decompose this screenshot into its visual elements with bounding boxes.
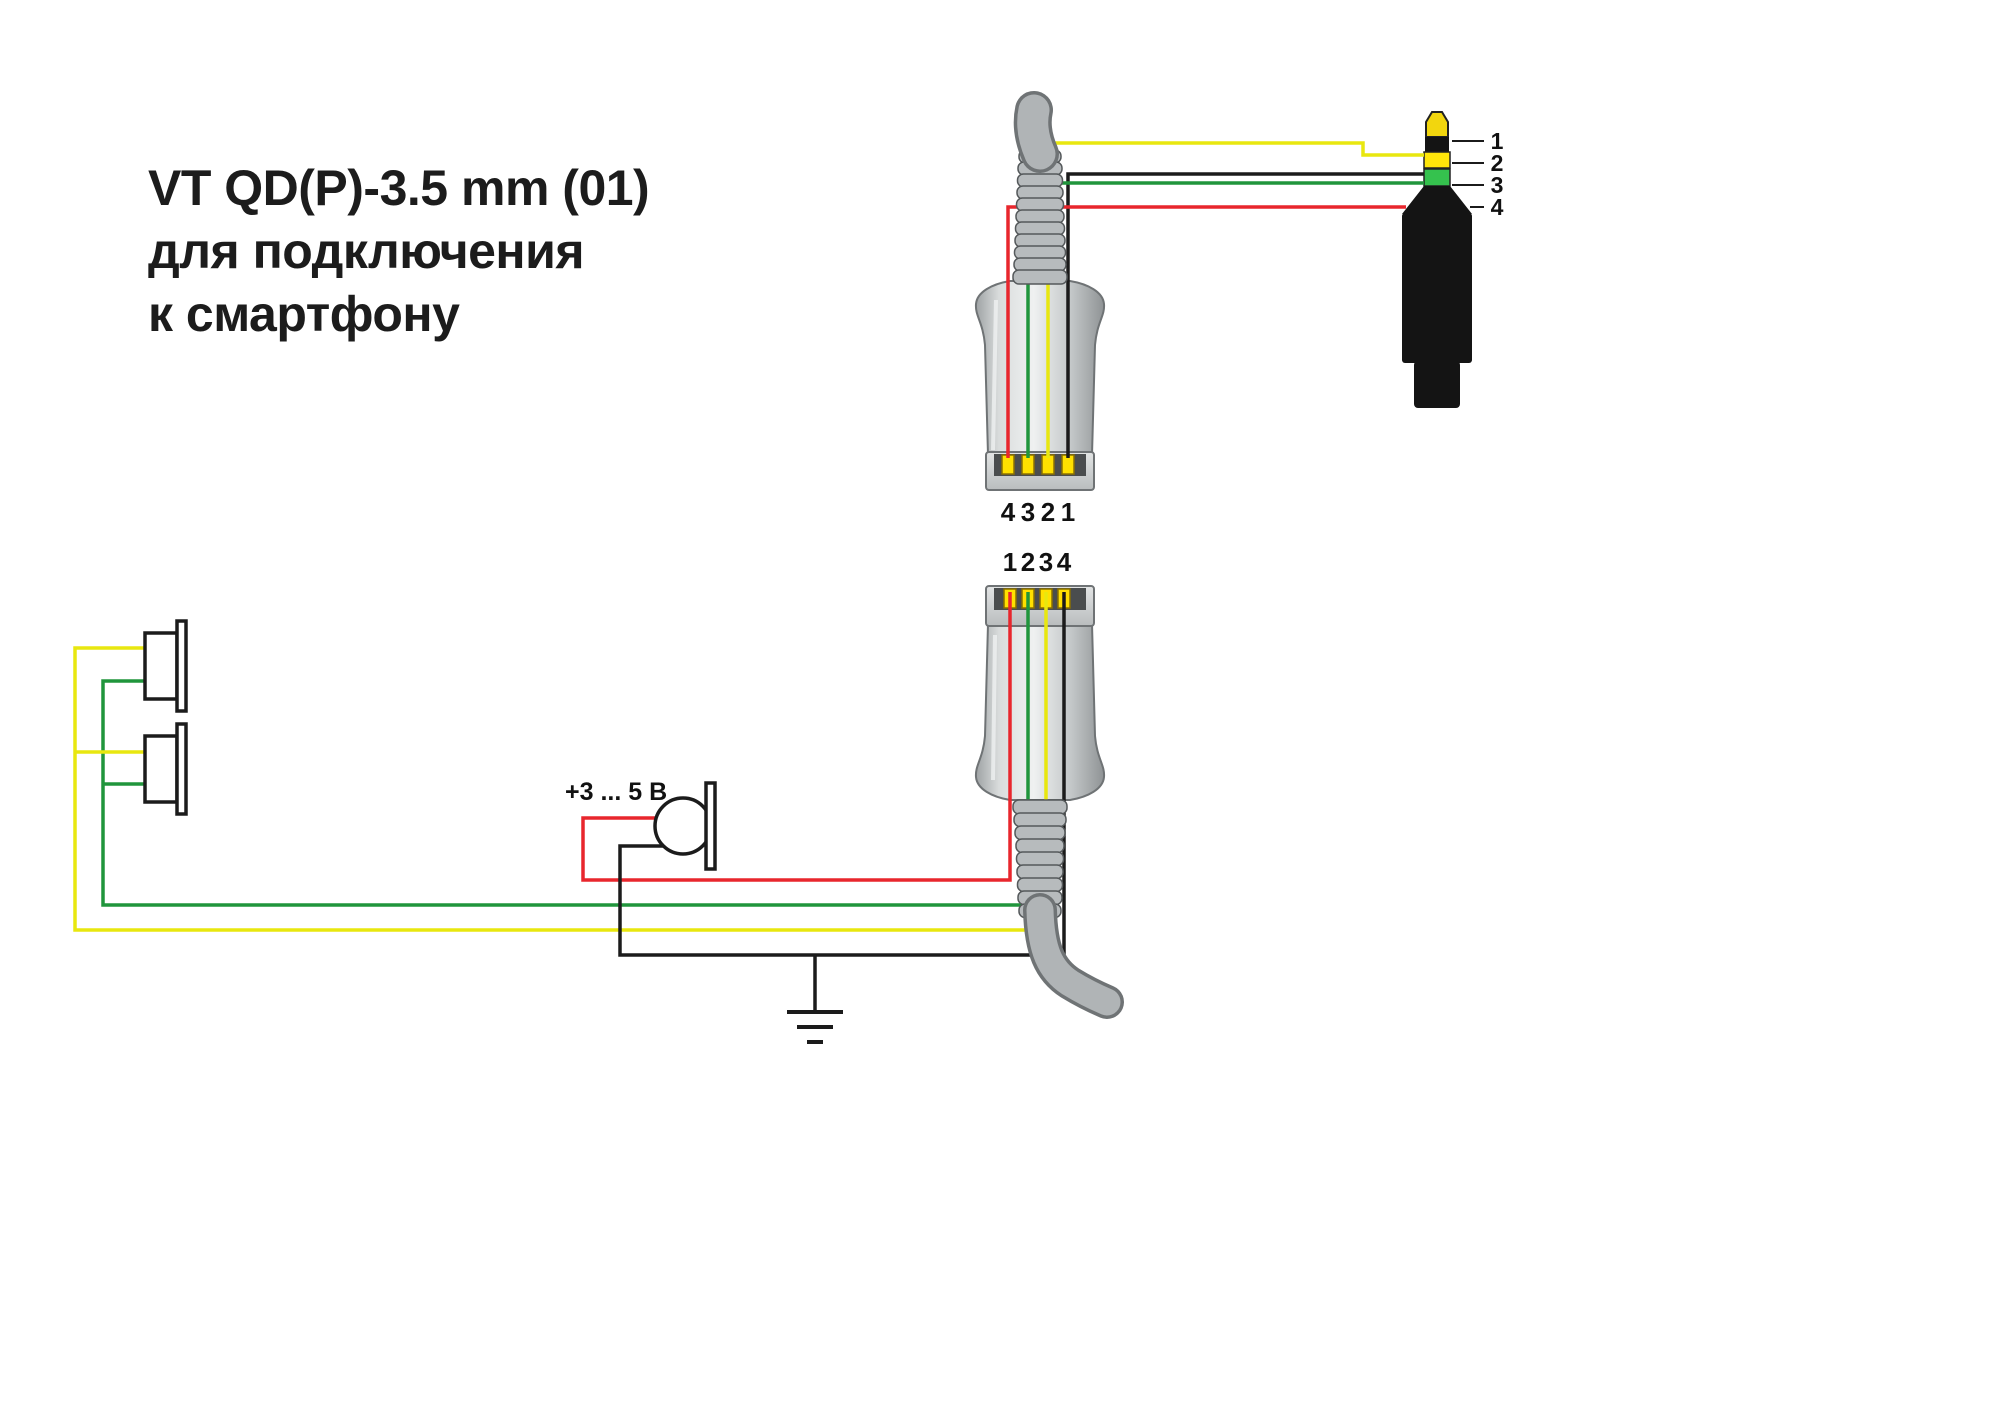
wire-yellow-top-path xyxy=(1046,141,1424,458)
jack-sleeve-cone xyxy=(1402,186,1472,214)
rib xyxy=(1016,877,1064,893)
bottom-qd-body-highlight xyxy=(991,634,997,781)
mic-capsule-circle xyxy=(653,796,713,856)
rib xyxy=(1015,851,1065,867)
speaker-2 xyxy=(143,722,188,816)
jack-pin-label-2: 2 xyxy=(1491,150,1504,176)
title-line-2: для подключения xyxy=(148,223,584,279)
bottom-qd-pin-label-3: 3 xyxy=(1039,547,1053,577)
top-qd-pin-label-1: 1 xyxy=(1061,497,1075,527)
jack-pin-leaders xyxy=(1452,140,1484,208)
mic-membrane-bar xyxy=(704,781,717,871)
top-qd-pin-label-4: 4 xyxy=(1001,497,1016,527)
wire-green-bottom-path xyxy=(101,592,1030,907)
rib xyxy=(1015,197,1065,212)
trrs-jack xyxy=(1402,111,1472,408)
jack-pin-label-4: 4 xyxy=(1491,194,1504,220)
jack-pin-label-1: 1 xyxy=(1491,128,1504,154)
rib xyxy=(1016,864,1064,880)
bottom-qd-cable-core xyxy=(1026,896,1121,1016)
bottom-qd-pin-label-2: 2 xyxy=(1021,547,1035,577)
top-qd-cable xyxy=(1013,91,1059,173)
top-qd-pin-labels: 4 3 2 1 xyxy=(1001,497,1075,527)
jack-pin-label-3: 3 xyxy=(1491,172,1504,198)
rib xyxy=(1014,221,1066,236)
top-qd-body-highlight xyxy=(991,299,998,451)
jack-body xyxy=(1402,213,1472,363)
speaker-1 xyxy=(143,619,188,713)
rib xyxy=(1015,838,1065,854)
bottom-qd-pin-label-4: 4 xyxy=(1057,547,1072,577)
bottom-qd-connector xyxy=(974,585,1106,801)
title-line-3: к смартфону xyxy=(148,286,460,342)
bottom-qd-pin-labels: 1 2 3 4 xyxy=(1003,547,1072,577)
wire-red-bottom xyxy=(581,592,1012,882)
top-qd-pin-label-2: 2 xyxy=(1041,497,1055,527)
rib xyxy=(1012,799,1068,815)
wire-black-top xyxy=(1066,172,1424,458)
jack-boot xyxy=(1414,361,1460,408)
rib xyxy=(1014,233,1066,248)
rib xyxy=(1016,173,1064,188)
title-line-1: VT QD(P)-3.5 mm (01) xyxy=(148,160,649,216)
wire-red-top xyxy=(1006,205,1406,458)
top-qd-pin-label-3: 3 xyxy=(1021,497,1035,527)
jack-band-green xyxy=(1423,168,1451,187)
ground-symbol xyxy=(787,1010,843,1044)
rib xyxy=(1015,209,1065,224)
rib xyxy=(1016,185,1064,200)
bottom-qd-pin-label-1: 1 xyxy=(1003,547,1017,577)
rib xyxy=(1013,257,1067,272)
bottom-qd-cable xyxy=(1023,893,1124,1019)
speaker-1-driver xyxy=(143,631,179,701)
mic-voltage-label: +3 ... 5 В xyxy=(565,778,667,806)
jack-band-yellow xyxy=(1423,151,1451,169)
top-qd-contacts xyxy=(1001,454,1075,475)
wire-black-top-path xyxy=(1066,172,1424,458)
top-qd-connector xyxy=(974,280,1106,491)
jack-pin-labels: 1 2 3 4 xyxy=(1491,128,1504,220)
speaker-2-driver xyxy=(143,734,179,804)
wire-green-bottom xyxy=(101,592,1030,907)
jack-tip xyxy=(1425,111,1449,138)
rib xyxy=(1012,269,1068,285)
rib xyxy=(1013,245,1067,260)
rib xyxy=(1014,825,1066,841)
speaker-1-plate xyxy=(175,619,188,713)
top-qd-cable-core xyxy=(1017,94,1056,170)
microphone xyxy=(653,781,717,871)
title-block: VT QD(P)-3.5 mm (01) для подключения к с… xyxy=(148,160,650,342)
wire-red-top-path xyxy=(1006,205,1406,458)
rib xyxy=(1013,812,1067,828)
jack-ring-black xyxy=(1425,137,1449,152)
speaker-2-plate xyxy=(175,722,188,816)
bottom-qd-body xyxy=(974,623,1106,801)
wire-yellow-top xyxy=(1046,141,1424,458)
wire-red-bottom-path xyxy=(581,592,1012,882)
